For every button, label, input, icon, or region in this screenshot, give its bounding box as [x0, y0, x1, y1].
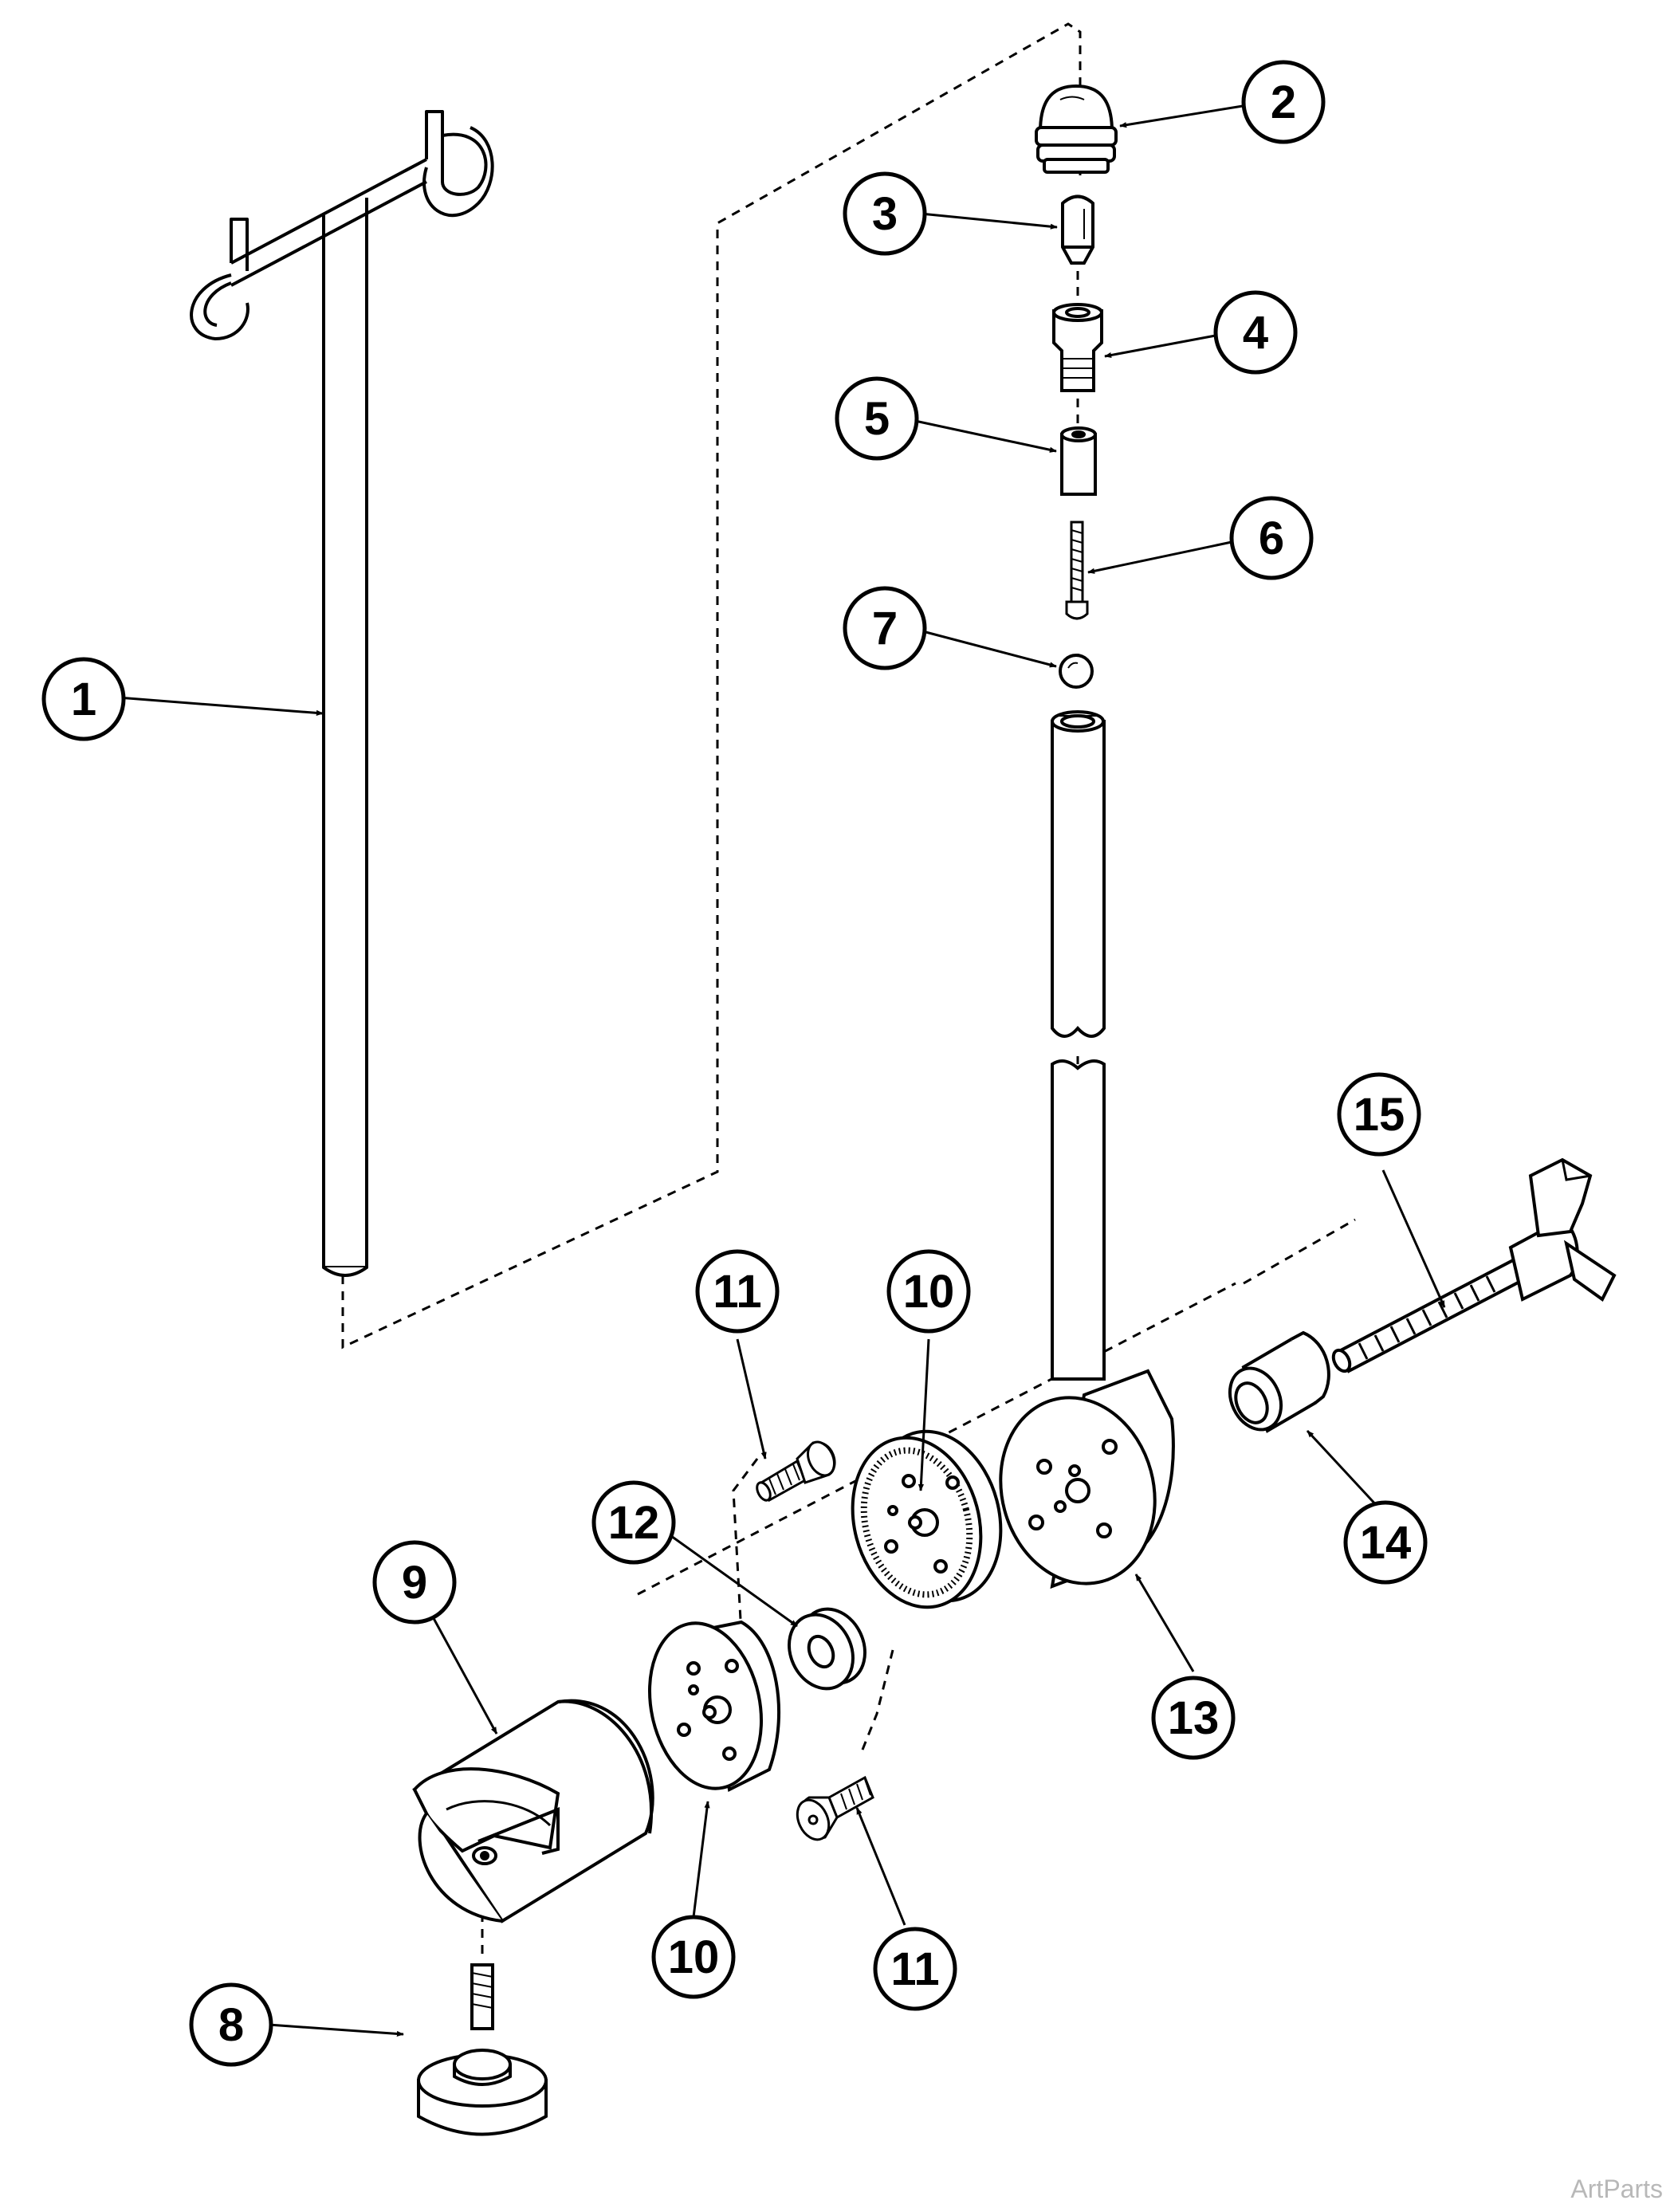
- leader-10-top: [918, 1338, 930, 1491]
- callout-11: 11: [695, 1249, 780, 1334]
- post-hub-part: [999, 710, 1175, 1589]
- screw-lower-part: [796, 1775, 874, 1841]
- callout-circle: [1241, 60, 1326, 144]
- callout-14: 14: [1343, 1500, 1428, 1585]
- leader-14: [1306, 1429, 1381, 1510]
- callout-3: 3: [843, 171, 927, 256]
- callout-number: 3: [872, 188, 898, 240]
- callout-6: 6: [1229, 496, 1314, 580]
- callout-number: 10: [668, 1931, 720, 1983]
- mounting-disc-part: [647, 1620, 781, 1792]
- callout-5: 5: [835, 376, 919, 461]
- callout-circle: [873, 1927, 957, 2011]
- leader-11-top: [736, 1338, 767, 1460]
- callout-circle: [591, 1480, 676, 1565]
- callout-circle: [41, 657, 126, 741]
- callout-number: 7: [872, 603, 898, 654]
- callout-number: 11: [713, 1266, 761, 1318]
- leader-3: [920, 212, 1058, 230]
- top-cap-part: [1035, 84, 1118, 174]
- callout-number: 12: [608, 1497, 660, 1549]
- leader-13: [1134, 1574, 1195, 1672]
- callout-number: 6: [1259, 513, 1284, 564]
- callout-number: 14: [1360, 1517, 1412, 1569]
- leader-7: [916, 628, 1057, 668]
- callout-10: 10: [886, 1249, 971, 1334]
- serrated-disc-part: [851, 1429, 1003, 1609]
- callout-4: 4: [1213, 290, 1298, 375]
- threaded-bushing-part: [1052, 303, 1103, 392]
- callout-circle: [651, 1915, 736, 1999]
- callout-number: 13: [1168, 1692, 1220, 1744]
- callout-number: 2: [1271, 77, 1296, 128]
- callout-circle: [372, 1540, 457, 1625]
- clamp-body-part: [412, 1699, 654, 1923]
- callout-number: 5: [864, 393, 890, 445]
- callout-circle: [1343, 1500, 1428, 1585]
- leader-10-bottom: [692, 1801, 710, 1918]
- leader-8: [268, 2023, 404, 2037]
- callout-number: 10: [903, 1266, 955, 1318]
- leader-4: [1104, 333, 1220, 359]
- callout-15: 15: [1337, 1072, 1421, 1157]
- leader-arrows: [117, 104, 1446, 2037]
- plunger-part: [1061, 194, 1094, 265]
- leveling-foot-part: [417, 1963, 548, 2136]
- callout-circle: [1213, 290, 1298, 375]
- spacer-part: [1060, 426, 1097, 496]
- leader-12: [665, 1530, 798, 1628]
- callout-1: 1: [41, 657, 126, 741]
- callout-11: 11: [873, 1927, 957, 2011]
- callout-number: 8: [218, 1999, 244, 2051]
- callout-9: 9: [372, 1540, 457, 1625]
- leader-5: [914, 419, 1057, 453]
- callout-circle: [1151, 1676, 1236, 1760]
- callout-number: 1: [71, 674, 96, 725]
- callout-10: 10: [651, 1915, 736, 1999]
- callout-circle: [843, 586, 927, 670]
- leader-6: [1087, 540, 1232, 574]
- wing-screw-part: [1331, 1157, 1617, 1373]
- callout-number: 9: [402, 1557, 427, 1609]
- iv-pole-part: [190, 110, 494, 1277]
- leader-1: [117, 696, 324, 716]
- long-screw-part: [1065, 521, 1089, 620]
- washer-part: [788, 1607, 866, 1691]
- callout-circle: [189, 1982, 273, 2067]
- callout-13: 13: [1151, 1676, 1236, 1760]
- callout-circle: [1229, 496, 1314, 580]
- leader-2: [1119, 104, 1248, 128]
- leader-15: [1381, 1169, 1446, 1308]
- callout-number: 4: [1243, 307, 1268, 359]
- threaded-sleeve-part: [1228, 1330, 1330, 1433]
- callout-circle: [835, 376, 919, 461]
- artparts-watermark: ArtParts: [1570, 2175, 1663, 2203]
- callout-number: 11: [890, 1943, 939, 1995]
- callout-circle: [843, 171, 927, 256]
- callout-12: 12: [591, 1480, 676, 1565]
- callout-7: 7: [843, 586, 927, 670]
- callout-circle: [695, 1249, 780, 1334]
- leader-9: [429, 1612, 498, 1735]
- callout-circle: [886, 1249, 971, 1334]
- callout-number: 15: [1354, 1089, 1405, 1141]
- ball-part: [1059, 654, 1094, 689]
- leader-11-bottom: [855, 1807, 906, 1926]
- callout-8: 8: [189, 1982, 273, 2067]
- callout-circle: [1337, 1072, 1421, 1157]
- screw-upper-part: [756, 1440, 836, 1503]
- callout-2: 2: [1241, 60, 1326, 144]
